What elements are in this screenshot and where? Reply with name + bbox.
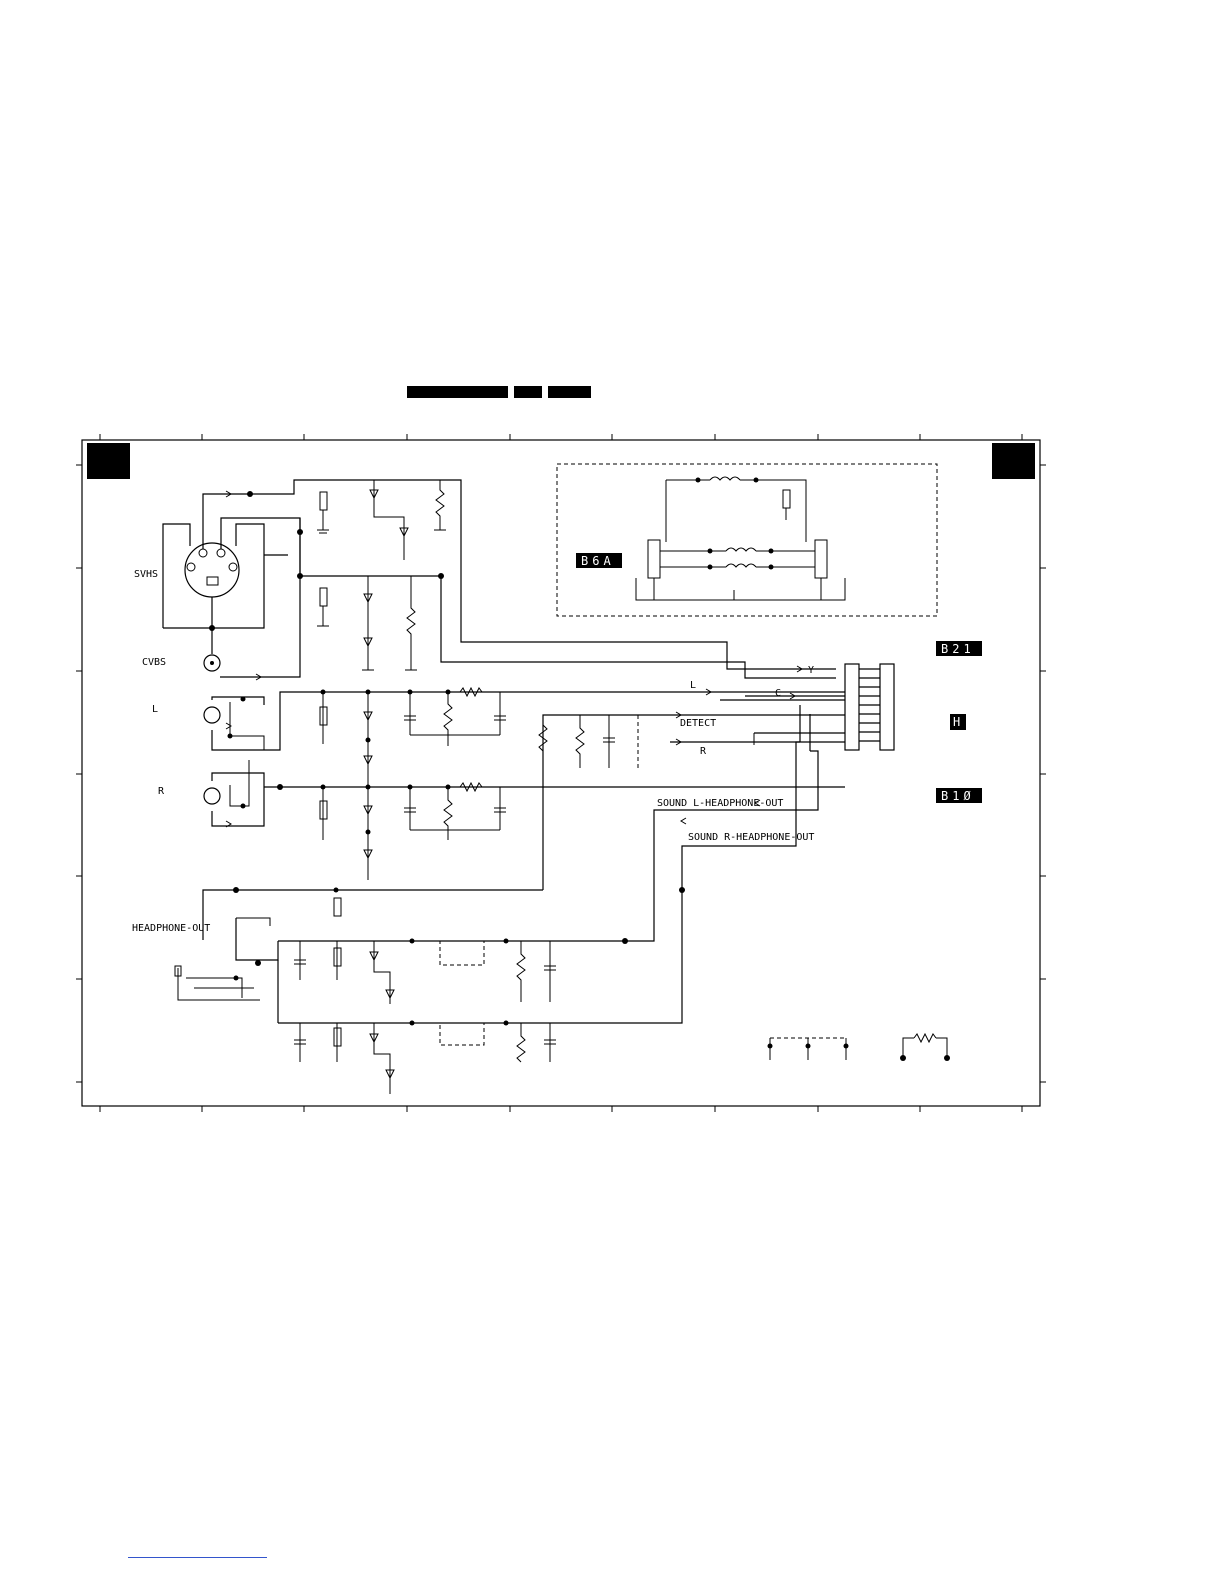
lr-junctions bbox=[321, 690, 451, 835]
headphone-components bbox=[294, 898, 556, 1094]
headphone-junctions bbox=[410, 939, 509, 1026]
l-input-jack bbox=[204, 692, 845, 750]
badge-b21: B21 bbox=[936, 641, 982, 656]
title-bar-2 bbox=[514, 386, 542, 398]
footer-link-underline[interactable] bbox=[128, 1557, 267, 1558]
badge-h-label: H bbox=[953, 715, 964, 729]
svhs-label: SVHS bbox=[134, 569, 158, 580]
r-input-label: R bbox=[158, 786, 165, 797]
badge-b10: B1Ø bbox=[936, 788, 982, 803]
lr-filter-components bbox=[320, 688, 506, 880]
cvbs-jack bbox=[204, 655, 220, 671]
signal-l-label: L bbox=[690, 680, 696, 691]
signal-r-label: R bbox=[700, 746, 707, 757]
r-input-jack bbox=[204, 760, 845, 826]
badge-b10-label: B1Ø bbox=[941, 789, 975, 803]
sound-r-headphone-label: SOUND R-HEADPHONE-OUT bbox=[688, 832, 814, 843]
b6a-circuit bbox=[636, 477, 845, 600]
signal-y-label: Y bbox=[808, 665, 814, 676]
signal-detect-label: DETECT bbox=[680, 718, 716, 729]
main-connector bbox=[720, 664, 894, 751]
corner-block-left bbox=[87, 443, 130, 479]
dashed-subpanel bbox=[557, 464, 937, 616]
svhs-connector bbox=[163, 524, 264, 628]
sound-l-headphone-label: SOUND L-HEADPHONE-OUT bbox=[657, 798, 783, 809]
svhs-wiring bbox=[203, 480, 836, 678]
title-bar-1 bbox=[407, 386, 508, 398]
signal-arrows bbox=[226, 491, 802, 827]
b6a-dots bbox=[696, 478, 774, 570]
badge-b6a: B6A bbox=[576, 553, 622, 568]
title-bar-3 bbox=[548, 386, 591, 398]
headphone-out-wiring bbox=[175, 742, 818, 1023]
badge-b21-label: B21 bbox=[941, 642, 975, 656]
signal-c-label: C bbox=[775, 688, 781, 699]
l-input-label: L bbox=[152, 704, 158, 715]
badge-h: H bbox=[950, 714, 966, 730]
headphone-out-label: HEADPHONE-OUT bbox=[132, 923, 210, 934]
corner-block-right bbox=[992, 443, 1035, 479]
cvbs-label: CVBS bbox=[142, 657, 166, 668]
legend-symbols bbox=[770, 1034, 947, 1060]
top-components bbox=[317, 480, 446, 670]
badge-b6a-label: B6A bbox=[581, 554, 615, 568]
legend-dots bbox=[768, 1044, 951, 1062]
